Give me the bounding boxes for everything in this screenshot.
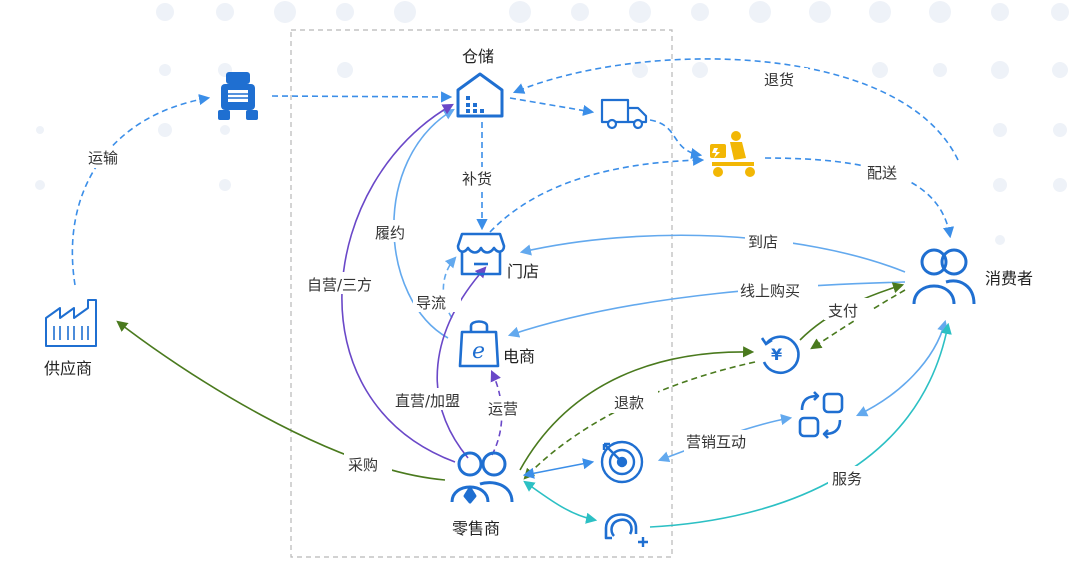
edge-to-store [519, 234, 906, 273]
edge-retailer-target [522, 458, 595, 479]
background-dots [35, 1, 1069, 245]
label-operate: 运营 [488, 400, 518, 418]
edge-truck-warehouse [271, 91, 453, 103]
edge-refund [523, 361, 756, 480]
label-replenish: 补货 [462, 170, 492, 188]
edge-online-buy [507, 281, 906, 338]
node-label-ecommerce: 电商 [503, 347, 535, 366]
scooter-courier-icon [710, 131, 755, 177]
label-guide: 导流 [416, 294, 446, 312]
edge-store-courier [489, 154, 705, 233]
target-icon [600, 440, 644, 484]
edge-exchange-consumer [855, 319, 949, 417]
edge-van-courier [649, 119, 703, 160]
edge-return-goods [512, 58, 959, 161]
edge-warehouse-van [509, 97, 595, 117]
label-delivery: 配送 [867, 164, 897, 182]
exchange-icon [798, 391, 844, 439]
retailer-users-icon [450, 451, 514, 504]
consumer-users-icon [912, 248, 976, 305]
label-purchase: 采购 [348, 456, 378, 474]
edge-purchase [116, 320, 446, 481]
label-fulfill: 履约 [375, 224, 405, 242]
node-label-retailer: 零售商 [452, 519, 500, 538]
node-label-warehouse: 仓储 [462, 47, 494, 66]
node-label-supplier: 供应商 [44, 359, 92, 378]
label-transport: 运输 [88, 149, 118, 167]
label-marketing: 营销互动 [686, 433, 746, 451]
node-label-consumer: 消费者 [985, 269, 1033, 288]
headset-service-icon [604, 513, 648, 547]
svg-text:¥: ¥ [771, 345, 782, 364]
edge-direct-franchise [436, 266, 487, 459]
edge-transport [71, 94, 211, 286]
label-return-goods: 退货 [764, 71, 794, 89]
edge-retailer-service [523, 480, 598, 524]
edge-labels: 运输 退货 配送 补货 履约 自营/三方 到店 线上购买 支付 导流 直营/加盟… [86, 68, 912, 488]
warehouse-icon [456, 72, 504, 118]
node-label-store: 门店 [507, 262, 539, 281]
edge-pay [810, 289, 906, 350]
edges [71, 58, 959, 528]
store-icon [456, 232, 506, 276]
label-self-third: 自营/三方 [307, 276, 372, 294]
yuan-cycle-icon: ¥ [760, 335, 800, 375]
label-to-store: 到店 [748, 233, 778, 251]
internal-boundary-box [290, 29, 673, 558]
factory-icon [45, 299, 97, 347]
label-online-buy: 线上购买 [740, 282, 800, 300]
edge-retailer-payment [519, 346, 755, 471]
truck-icon [218, 72, 258, 120]
label-service: 服务 [832, 470, 862, 488]
ecommerce-bag-icon: e [458, 320, 500, 368]
label-direct-franchise: 直营/加盟 [395, 392, 460, 410]
label-refund: 退款 [614, 394, 644, 412]
edge-delivery [764, 157, 955, 239]
van-icon [600, 98, 648, 130]
svg-text:e: e [472, 339, 485, 364]
edge-guide [442, 256, 457, 319]
label-pay: 支付 [828, 302, 858, 320]
